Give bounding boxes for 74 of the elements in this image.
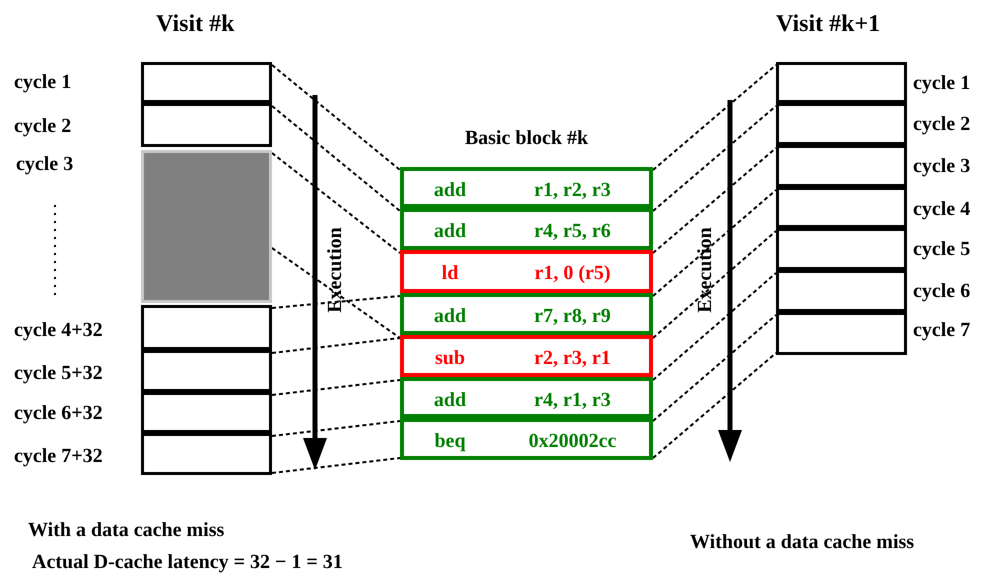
cycle-label: cycle 4 [913, 199, 970, 219]
opcode-text: add [432, 180, 468, 200]
caption-text: Without a data cache miss [690, 532, 914, 552]
caption-text: With a data cache miss [28, 520, 224, 540]
operand-text: r4, r5, r6 [533, 221, 612, 241]
dashed-connector [271, 105, 401, 212]
opcode-text: ld [440, 263, 460, 283]
dashed-connector [272, 420, 400, 437]
visit-heading: Visit #k [156, 12, 234, 36]
dashed-connector [272, 379, 400, 396]
opcode-text: add [432, 306, 468, 326]
dashed-connector [652, 352, 777, 459]
cycle-slot [141, 62, 272, 103]
cycle-slot [776, 62, 907, 103]
operand-text: r1, r2, r3 [533, 180, 612, 200]
cycle-label: cycle 3 [16, 154, 74, 174]
operand-text: 0x20002cc [528, 431, 618, 451]
cycle-label: cycle 1 [14, 72, 72, 92]
dashed-connector [272, 457, 400, 474]
dashed-connector [272, 337, 400, 354]
cycle-label: cycle 4+32 [14, 320, 103, 340]
cycle-label: cycle 7+32 [14, 446, 103, 466]
cycle-slot [141, 392, 272, 433]
opcode-text: add [432, 221, 468, 241]
dashed-connector [652, 105, 777, 212]
execution-label: Execution [695, 226, 715, 315]
operand-text: r2, r3, r1 [533, 348, 612, 368]
dashed-connector [652, 189, 777, 297]
cycle-label: cycle 1 [913, 73, 970, 93]
cycle-label: cycle 2 [913, 114, 970, 134]
stall-block [141, 150, 272, 303]
instruction-row [400, 250, 653, 293]
cycle-label: cycle 2 [14, 116, 72, 136]
cycle-slot [776, 187, 907, 228]
dashed-connector [652, 272, 777, 381]
cycle-slot [776, 270, 907, 312]
caption-text: Actual D-cache latency = 32 − 1 = 31 [32, 552, 343, 572]
cycle-label: cycle 5 [913, 239, 970, 259]
operand-text: r4, r1, r3 [533, 390, 612, 410]
operand-text: r1, 0 (r5) [533, 263, 612, 283]
instruction-row [400, 377, 653, 418]
cycle-label: cycle 7 [913, 320, 970, 340]
dashed-connector [652, 314, 777, 422]
cycle-slot [776, 312, 907, 355]
cycle-slot [141, 305, 272, 350]
cycle-label: cycle 6 [913, 281, 970, 301]
opcode-text: beq [433, 431, 467, 451]
cycle-label: cycle 6+32 [14, 403, 103, 423]
operand-text: r7, r8, r9 [533, 306, 612, 326]
cycle-label: cycle 3 [913, 156, 970, 176]
instruction-row [400, 208, 653, 250]
opcode-text: add [432, 390, 468, 410]
visit-heading: Visit #k+1 [776, 12, 880, 36]
block-heading: Basic block #k [464, 128, 590, 148]
dashed-connector [272, 295, 400, 309]
dashed-connector [271, 152, 401, 254]
dashed-connector [652, 64, 777, 171]
instruction-row [400, 167, 653, 208]
dashed-connector [652, 147, 777, 254]
cycle-slot [141, 433, 272, 475]
opcode-text: sub [434, 348, 466, 368]
cycle-slot [141, 350, 272, 392]
execution-label: Execution [325, 226, 345, 315]
instruction-row [400, 293, 653, 335]
cycle-slot [776, 103, 907, 145]
instruction-row [400, 335, 653, 377]
instruction-row [400, 418, 653, 460]
cycle-slot [141, 103, 272, 147]
dashed-connector [652, 230, 777, 339]
cycle-slot [776, 145, 907, 187]
dashed-connector [271, 64, 401, 171]
dashed-connector [271, 247, 401, 339]
cycle-label: cycle 5+32 [14, 363, 103, 383]
cycle-slot [776, 228, 907, 270]
